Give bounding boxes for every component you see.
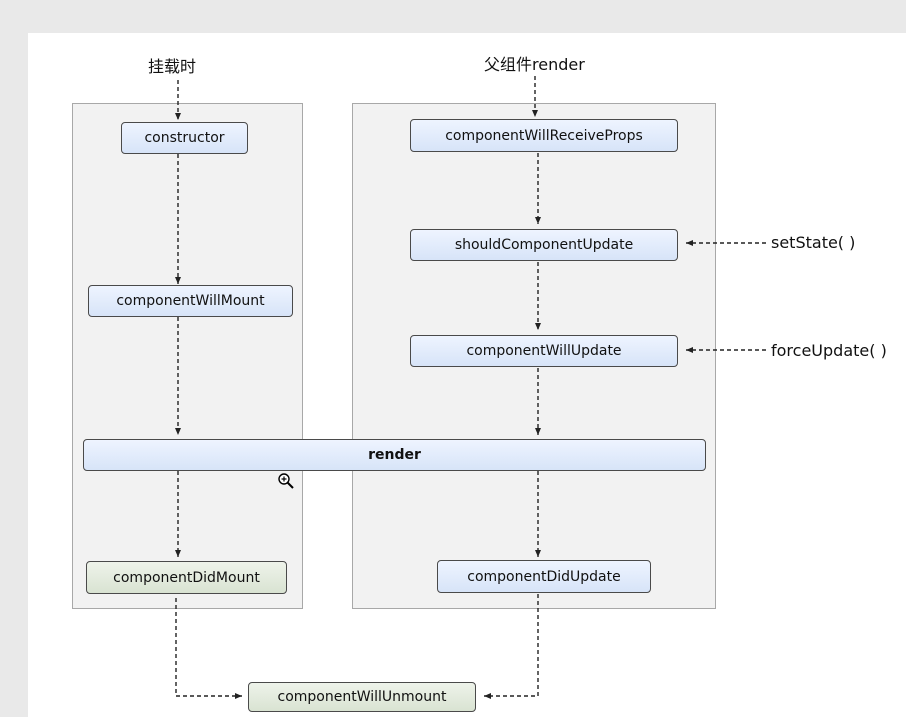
setstate-label: setState( ) (771, 233, 856, 252)
arrow-didmount-to-unmount (175, 598, 242, 699)
arrow-didupdate-to-unmount (484, 594, 539, 699)
render-node[interactable]: render (83, 439, 706, 471)
mount-phase-panel (72, 103, 303, 609)
parent-render-label: 父组件render (484, 55, 585, 74)
zoom-in-cursor-icon (278, 473, 294, 489)
should-component-update-node[interactable]: shouldComponentUpdate (410, 229, 678, 261)
component-will-update-node[interactable]: componentWillUpdate (410, 335, 678, 367)
component-did-update-node[interactable]: componentDidUpdate (437, 560, 651, 593)
constructor-node[interactable]: constructor (121, 122, 248, 154)
mount-phase-label: 挂载时 (148, 57, 197, 76)
component-will-unmount-node[interactable]: componentWillUnmount (248, 682, 476, 712)
component-will-receive-props-node[interactable]: componentWillReceiveProps (410, 119, 678, 152)
forceupdate-label: forceUpdate( ) (771, 341, 887, 360)
component-did-mount-node[interactable]: componentDidMount (86, 561, 287, 594)
component-will-mount-node[interactable]: componentWillMount (88, 285, 293, 317)
